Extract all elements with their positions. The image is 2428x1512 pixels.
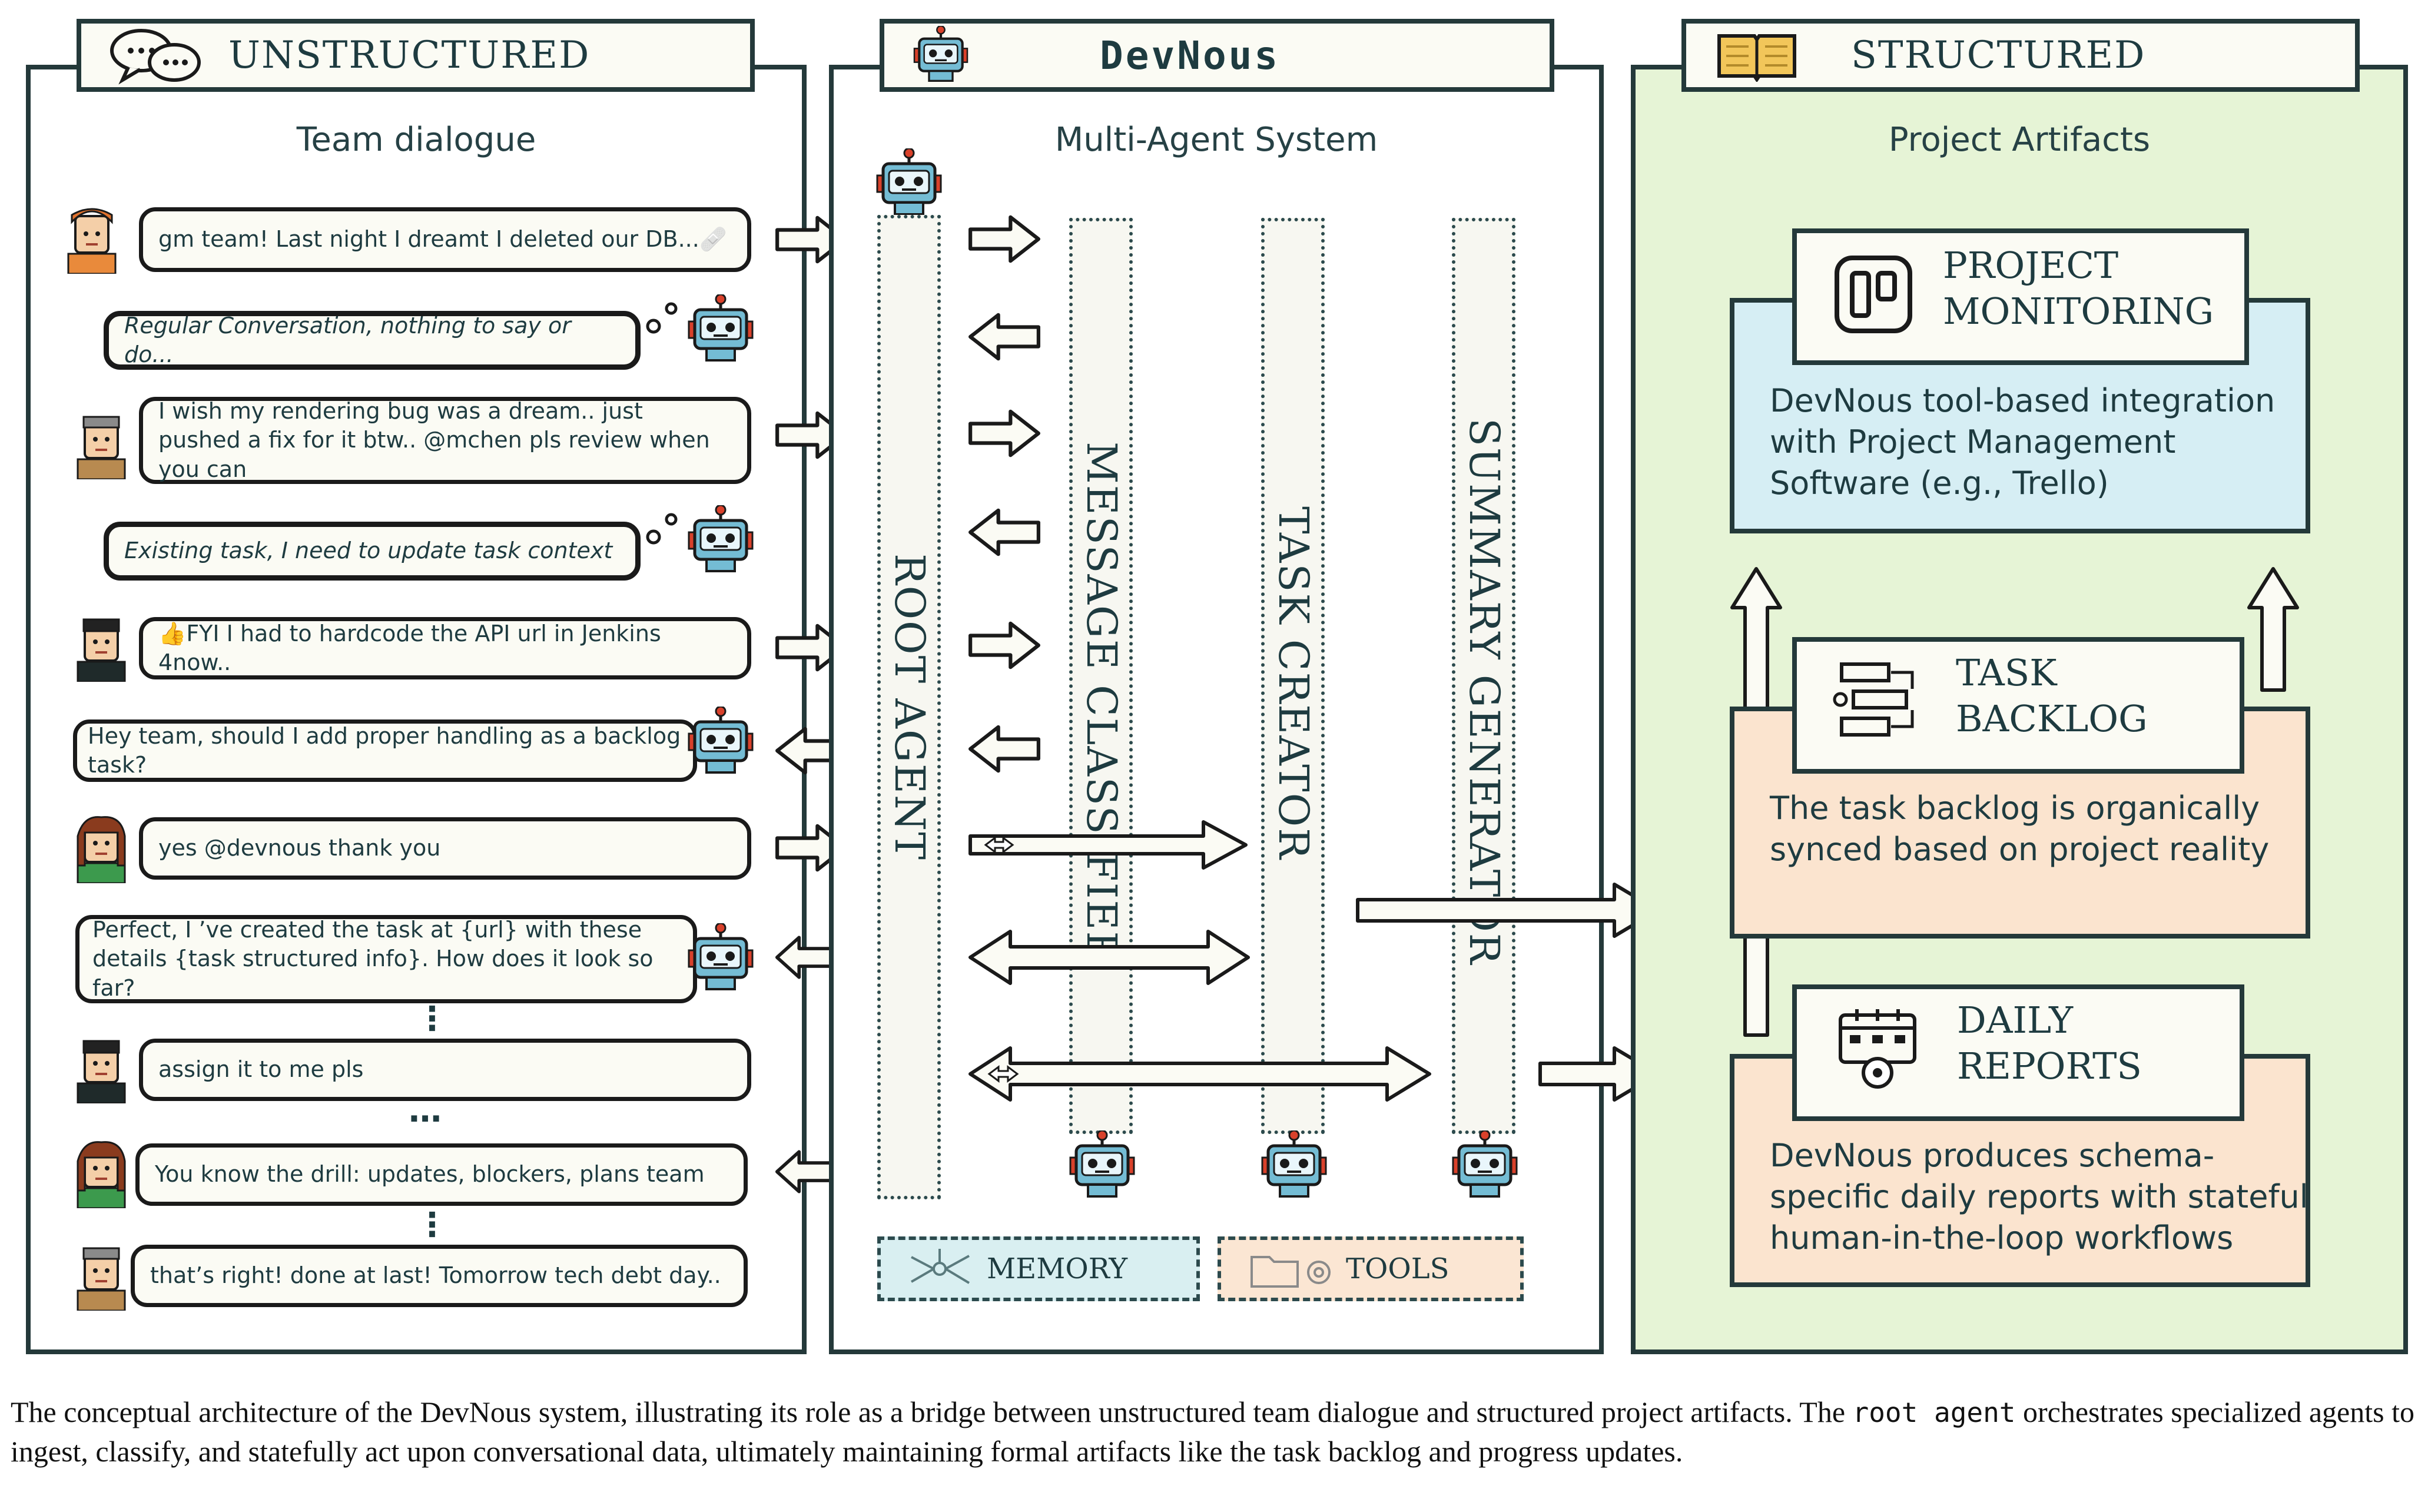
bot-message-2: Perfect, I ’ve created the task at {url}…: [75, 915, 697, 1003]
classifier-to-root-arrow-3: [968, 724, 1041, 774]
monitoring-description: DevNous tool-based integration with Proj…: [1770, 382, 2276, 502]
dialogue-bubble-7: that’s right! done at last! Tomorrow tec…: [131, 1245, 748, 1307]
chat-bubbles-icon: [110, 29, 201, 85]
robot-icon: [911, 26, 970, 85]
memory-chip: MEMORY: [877, 1236, 1200, 1301]
kanban-board-icon: [1835, 256, 1912, 333]
classifier-to-root-arrow-1: [968, 312, 1041, 362]
unstructured-subtitle: Team dialogue: [296, 121, 536, 159]
dialogue-bubble-3: 👍FYI I had to hardcode the API url in Je…: [139, 617, 751, 679]
up-arrow-right: [2247, 567, 2299, 692]
tools-label: TOOLS: [1346, 1252, 1449, 1285]
horizontal-ellipsis: ⋯: [409, 1100, 442, 1138]
dark-hair-dev-avatar-2: [66, 1040, 137, 1103]
devnous-bot-avatar-4: [685, 923, 756, 994]
task-list-icon: [1833, 662, 1914, 737]
tools-chip: TOOLS: [1218, 1236, 1524, 1301]
bot-thought-1: Regular Conversation, nothing to say or …: [104, 311, 641, 370]
thought-dots-icon-2: [646, 513, 678, 545]
vertical-ellipsis-1: ⋮: [416, 1000, 449, 1038]
message-classifier-label: MESSAGE CLASSIFIER: [1077, 442, 1126, 964]
devnous-bot-avatar-2: [685, 505, 756, 576]
root-to-classifier-arrow-3: [968, 621, 1041, 670]
reports-title: DAILY REPORTS: [1957, 999, 2142, 1087]
reports-header: [1792, 984, 2244, 1121]
devnous-bot-avatar-1: [685, 294, 756, 365]
summary-generator-column: [1452, 218, 1515, 1134]
root-to-classifier-arrow-1: [968, 214, 1041, 264]
root-agent-column: [877, 215, 941, 1199]
devnous-subtitle: Multi-Agent System: [1054, 121, 1378, 159]
structured-subtitle: Project Artifacts: [1888, 121, 2151, 159]
grey-hair-dev-avatar-2: [66, 1247, 137, 1311]
task-creator-label: TASK CREATOR: [1269, 506, 1318, 860]
task-creator-robot: [1259, 1130, 1329, 1201]
vertical-ellipsis-2: ⋮: [416, 1206, 449, 1244]
monitoring-header: [1792, 228, 2249, 365]
backlog-header: [1792, 637, 2244, 774]
devnous-title: DevNous: [1100, 32, 1281, 78]
unstructured-title: UNSTRUCTURED: [228, 34, 591, 77]
backlog-description: The task backlog is organically synced b…: [1770, 790, 2270, 868]
classifier-robot: [1067, 1130, 1137, 1201]
structured-tab: STRUCTURED: [1681, 19, 2360, 92]
dialogue-bubble-4: yes @devnous thank you: [139, 817, 751, 880]
dialogue-bubble-5: assign it to me pls: [139, 1039, 751, 1101]
orange-hair-dev-avatar: [57, 208, 127, 274]
devnous-tab: DevNous: [880, 19, 1554, 92]
folder-gear-icon: [1251, 1256, 1331, 1288]
caption-code: root agent: [1852, 1397, 2016, 1428]
root-task-creator-double-arrow: [968, 930, 1250, 985]
unstructured-tab: UNSTRUCTURED: [77, 19, 755, 92]
memory-label: MEMORY: [987, 1252, 1128, 1285]
bot-message-1: Hey team, should I add proper handling a…: [73, 719, 697, 782]
bot-thought-2: Existing task, I need to update task con…: [104, 522, 641, 581]
root-to-summary-arrow: [968, 1046, 1431, 1102]
root-to-task-creator-arrow: [968, 820, 1248, 870]
summary-generator-label: SUMMARY GENERATOR: [1460, 418, 1508, 966]
neuron-icon: [910, 1249, 970, 1284]
calendar-cycle-icon: [1839, 1009, 1916, 1089]
monitoring-title: PROJECT MONITORING: [1943, 244, 2214, 333]
curly-hair-dev-avatar-1: [66, 816, 137, 883]
structured-title: STRUCTURED: [1851, 34, 2146, 77]
root-agent-robot: [874, 148, 944, 219]
dialogue-bubble-1: gm team! Last night I dreamt I deleted o…: [139, 207, 751, 272]
dark-hair-dev-avatar-1: [66, 618, 137, 682]
backlog-title: TASK BACKLOG: [1956, 651, 2148, 740]
open-book-icon: [1717, 34, 1796, 82]
unstructured-panel: [26, 65, 807, 1354]
root-to-classifier-arrow-2: [968, 409, 1041, 458]
reports-description: DevNous produces schema- specific daily …: [1770, 1137, 2308, 1256]
task-creator-to-structured-arrow: [1356, 883, 1660, 938]
classifier-to-root-arrow-2: [968, 508, 1041, 557]
figure-caption: The conceptual architecture of the DevNo…: [11, 1395, 2414, 1468]
devnous-bot-avatar-3: [685, 707, 756, 777]
dialogue-bubble-2: I wish my rendering bug was a dream.. ju…: [139, 397, 751, 484]
thought-dots-icon: [646, 302, 678, 334]
grey-hair-dev-avatar-1: [66, 416, 137, 479]
summary-generator-robot: [1449, 1130, 1520, 1201]
curly-hair-dev-avatar-2: [66, 1141, 137, 1208]
dialogue-bubble-6: You know the drill: updates, blockers, p…: [135, 1143, 748, 1206]
root-agent-label: ROOT AGENT: [885, 553, 934, 861]
